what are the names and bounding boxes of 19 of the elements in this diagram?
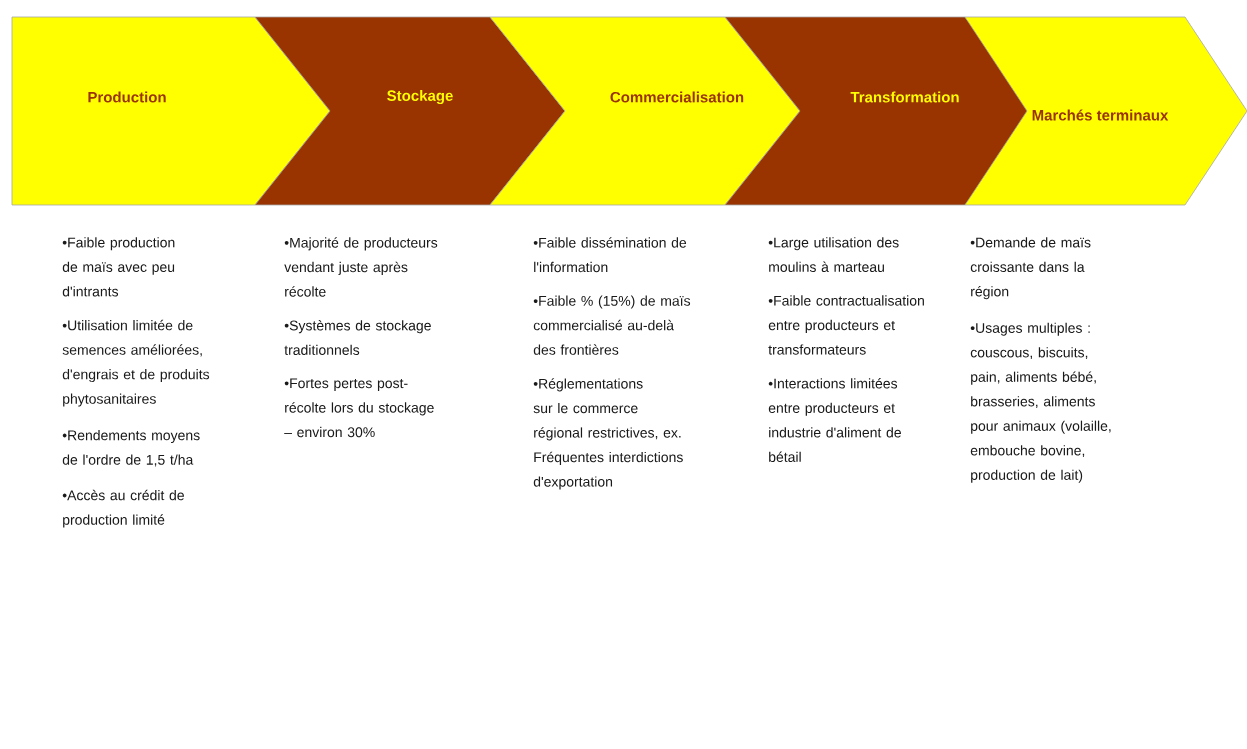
bullet-text: •Utilisation limitée de semences améliorées, d'engrais et de produits phytosanitaires	[62, 319, 210, 407]
bullet-text: •Large utilisation des moulins à marteau	[768, 237, 899, 272]
bullet-text: •Réglementations sur le commerce régional restrictives, ex. Fréquentes interdictions d'exportation	[533, 378, 683, 490]
bullet-text: •Systèmes de stockage traditionnels	[284, 320, 431, 355]
bullet-text: •Interactions limitées entre producteurs et industrie d'aliment de bétail	[768, 378, 901, 462]
stage-band: Stockage	[254, 16, 566, 206]
bullet-text: •Faible contractualisation entre producteurs et transformateurs	[768, 295, 924, 355]
bullet-text: •Usages multiples : couscous, biscuits, pain, aliments bébé, brasseries, aliments pour animaux (volaille, embouche bovine, production de lait)	[970, 322, 1111, 483]
bullet-text: •Demande de maïs croissante dans la région	[970, 237, 1091, 300]
bullet-text: •Faible dissémination de l'information	[533, 237, 687, 273]
bullet-text: •Faible production de maïs avec peu d'intrants	[62, 237, 175, 297]
bullet-text: •Accès au crédit de production limité	[62, 489, 184, 528]
bullet-text: •Faible % (15%) de maïs commercialisé au-delà des frontières	[533, 295, 691, 355]
bullet-text: •Rendements moyens de l'ordre de 1,5 t/ha	[62, 430, 200, 467]
stage-band: Marchés terminaux	[964, 16, 1247, 206]
bullet-text: •Majorité de producteurs vendant juste après récolte	[284, 237, 438, 297]
bullet-text: •Fortes pertes post-récolte lors du stockage – environ 30%	[284, 378, 434, 438]
stage-band: Production	[11, 16, 331, 206]
stage-band: Commercialisation	[489, 16, 801, 206]
